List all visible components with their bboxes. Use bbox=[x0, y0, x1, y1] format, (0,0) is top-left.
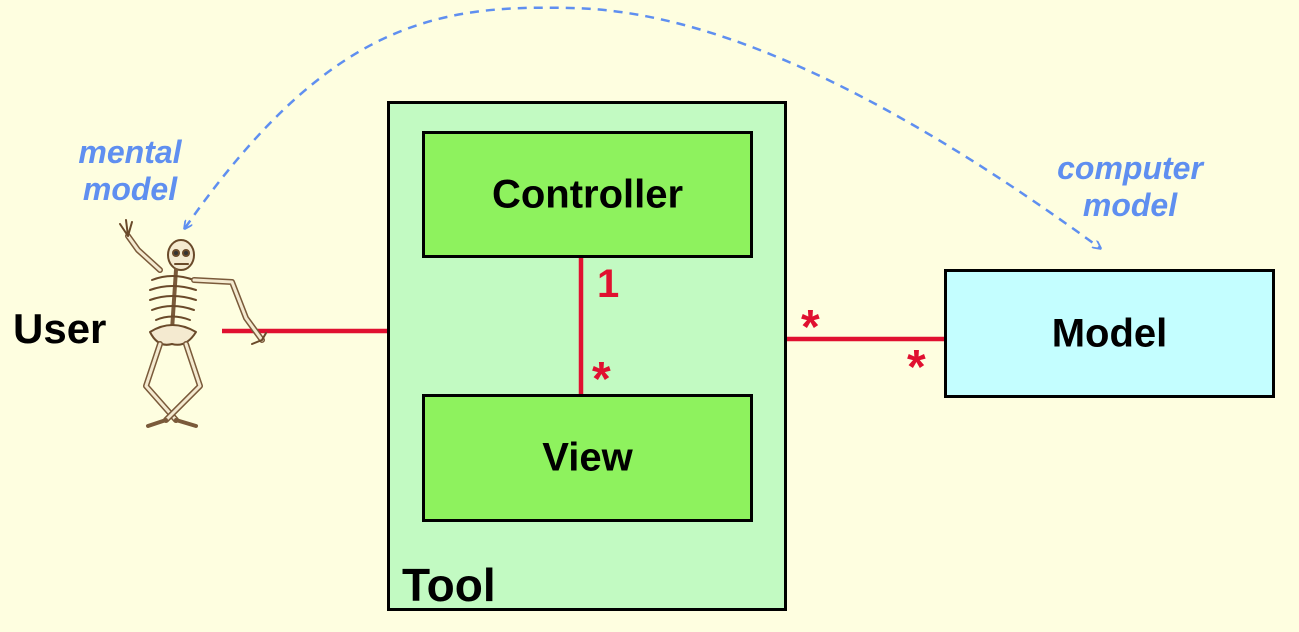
mental-model-label: mental model bbox=[78, 134, 182, 207]
model-label: Model bbox=[1051, 311, 1168, 355]
multiplicity-model-many: * bbox=[907, 341, 926, 394]
view-box: View bbox=[422, 394, 753, 522]
multiplicity-view-many: * bbox=[592, 353, 611, 406]
tool-label: Tool bbox=[402, 559, 496, 611]
model-box: Model bbox=[944, 269, 1275, 398]
view-label: View bbox=[542, 435, 633, 480]
multiplicity-tool-many: * bbox=[801, 301, 820, 354]
multiplicity-controller-one: 1 bbox=[597, 262, 620, 306]
mental-computer-arc bbox=[185, 6, 1100, 248]
skeleton-user-icon bbox=[119, 219, 267, 428]
user-label: User bbox=[13, 305, 107, 352]
computer-model-label: computer model bbox=[1057, 150, 1203, 223]
controller-label: Controller bbox=[491, 172, 684, 216]
